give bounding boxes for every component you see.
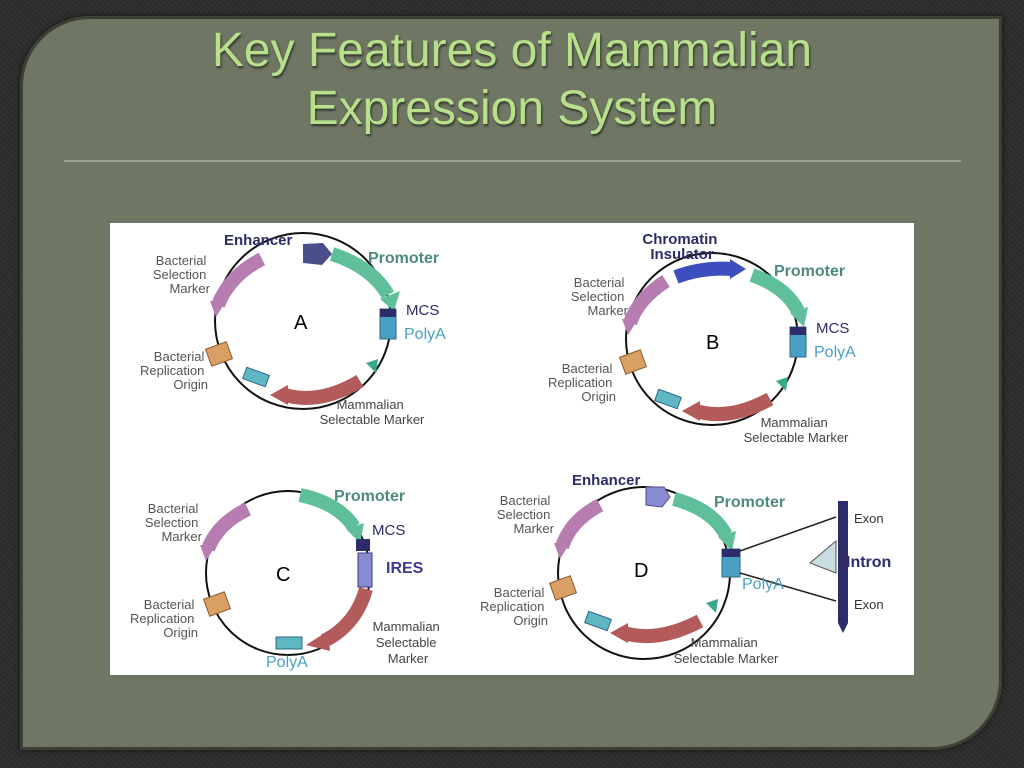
plasmid-d-bacterial-marker-arrowhead	[554, 543, 570, 559]
label-b-bacterial-replication: Bacterial Replication Origin	[548, 361, 616, 404]
label-d-mammalian-marker: Mammalian Selectable Marker	[674, 635, 779, 666]
plasmid-c-marker-arrow	[320, 586, 373, 648]
plasmid-d-zoom-line-bottom	[739, 572, 837, 602]
label-d-enhancer: Enhancer	[572, 472, 641, 489]
plasmid-b-marker-arrowhead	[682, 401, 700, 421]
plasmid-a	[204, 232, 400, 410]
label-d-letter: D	[634, 560, 648, 582]
plasmid-a-marker-arrowhead	[270, 385, 288, 405]
label-c-bacterial-selection: Bacterial Selection Marker	[145, 501, 203, 544]
plasmid-d-teal-block	[584, 610, 612, 632]
plasmid-a-bacterial-marker-arrow	[211, 252, 266, 308]
label-b-mcs: MCS	[816, 320, 849, 337]
plasmid-c-bacterial-marker-arrow	[201, 502, 252, 552]
plasmid-b-teal-block	[654, 388, 682, 410]
plasmid-c-ires-block	[357, 552, 373, 588]
label-c-mammalian-marker: Mammalian Selectable Marker	[373, 619, 444, 666]
plasmid-c-polya-block	[275, 636, 303, 650]
plasmid-c-promoter-arrow	[298, 488, 360, 532]
title-divider	[64, 160, 961, 162]
label-a-bacterial-replication: Bacterial Replication Origin	[140, 349, 208, 392]
plasmid-d-intron-triangle	[809, 539, 837, 574]
plasmid-b-bacterial-marker-arrowhead	[622, 319, 638, 335]
plasmid-d-promoter-arrow	[672, 492, 733, 539]
plasmid-d-polya-arrow	[706, 599, 718, 613]
plasmid-d-marker-arrow	[622, 614, 704, 644]
label-d-exon-top: Exon	[854, 511, 884, 526]
plasmid-c	[200, 488, 373, 656]
vector-diagram-svg: Enhancer Promoter MCS PolyA A Bacterial …	[130, 231, 891, 671]
label-a-polya: PolyA	[404, 326, 446, 343]
label-b-insulator: Chromatin Insulator	[642, 231, 721, 263]
plasmid-a-polya-arrow	[366, 359, 378, 373]
label-d-exon-bottom: Exon	[854, 597, 884, 612]
label-c-promoter: Promoter	[334, 488, 405, 505]
plasmid-a-bacterial-marker-arrowhead	[210, 301, 226, 317]
label-a-letter: A	[294, 312, 308, 334]
plasmid-d-zoom-line-top	[739, 516, 837, 552]
label-c-letter: C	[276, 564, 290, 586]
plasmid-b-mcs-block	[790, 327, 806, 335]
plasmid-c-marker-arrowhead	[306, 631, 330, 651]
label-b-promoter: Promoter	[774, 263, 845, 280]
plasmid-d-marker-arrowhead	[610, 623, 628, 643]
label-d-bacterial-replication: Bacterial Replication Origin	[480, 585, 548, 628]
slide-title: Key Features of Mammalian Expression Sys…	[64, 22, 960, 138]
plasmid-d-enhancer-shape	[645, 486, 671, 508]
plasmid-d-gene-bar-arrowhead	[838, 623, 848, 633]
plasmid-b-polya-arrow	[776, 377, 788, 391]
plasmid-c-bacterial-marker-arrowhead	[200, 545, 216, 561]
label-d-intron: Intron	[846, 554, 891, 571]
plasmid-b-bacterial-marker-arrow	[623, 275, 670, 326]
label-a-bacterial-selection: Bacterial Selection Marker	[153, 253, 211, 296]
vector-diagram-figure: Enhancer Promoter MCS PolyA A Bacterial …	[110, 223, 914, 675]
plasmid-d-promoter-arrowhead	[718, 531, 736, 551]
title-line-2: Expression System	[306, 82, 718, 135]
label-c-mcs: MCS	[372, 522, 405, 539]
label-d-polya: PolyA	[742, 576, 784, 593]
plasmid-a-mcs-block	[380, 309, 396, 317]
plasmid-b-promoter-arrowhead	[790, 307, 808, 327]
plasmid-b	[618, 252, 808, 426]
label-c-bacterial-replication: Bacterial Replication Origin	[130, 597, 198, 640]
label-a-mammalian-marker: Mammalian Selectable Marker	[320, 397, 425, 427]
plasmid-b-promoter-arrow	[749, 268, 805, 315]
plasmid-a-origin-block	[204, 341, 234, 367]
plasmid-b-marker-arrow	[694, 392, 774, 422]
plasmid-d-bacterial-marker-arrow	[555, 498, 604, 550]
plasmid-b-insulator-arrowhead	[730, 259, 746, 279]
label-a-promoter: Promoter	[368, 250, 439, 267]
label-d-promoter: Promoter	[714, 494, 785, 511]
plasmid-d-mcs-block	[722, 549, 740, 557]
plasmid-a-promoter-arrowhead	[380, 291, 400, 311]
plasmid-c-origin-block	[202, 591, 232, 617]
label-b-mammalian-marker: Mammalian Selectable Marker	[744, 415, 849, 445]
label-b-polya: PolyA	[814, 344, 856, 361]
label-a-mcs: MCS	[406, 302, 439, 319]
plasmid-a-marker-arrow	[283, 374, 364, 405]
plasmid-d-gene-bar	[838, 501, 848, 623]
label-b-letter: B	[706, 332, 719, 354]
label-c-polya: PolyA	[266, 654, 308, 671]
label-d-bacterial-selection: Bacterial Selection Marker	[497, 493, 555, 536]
plasmid-b-origin-block	[618, 349, 648, 375]
plasmid-a-enhancer-shape	[303, 243, 332, 265]
label-b-bacterial-selection: Bacterial Selection Marker	[571, 275, 629, 318]
title-line-1: Key Features of Mammalian	[211, 24, 813, 77]
label-c-ires: IRES	[386, 560, 424, 577]
plasmid-d-origin-block	[548, 575, 578, 601]
plasmid-c-promoter-arrowhead	[346, 523, 364, 543]
label-a-enhancer: Enhancer	[224, 232, 293, 249]
plasmid-d	[548, 486, 848, 660]
plasmid-b-insulator-arrow	[673, 261, 733, 284]
plasmid-a-teal-block	[242, 366, 270, 388]
plasmid-c-mcs-block	[356, 539, 370, 551]
plasmid-a-promoter-arrow	[329, 247, 395, 299]
